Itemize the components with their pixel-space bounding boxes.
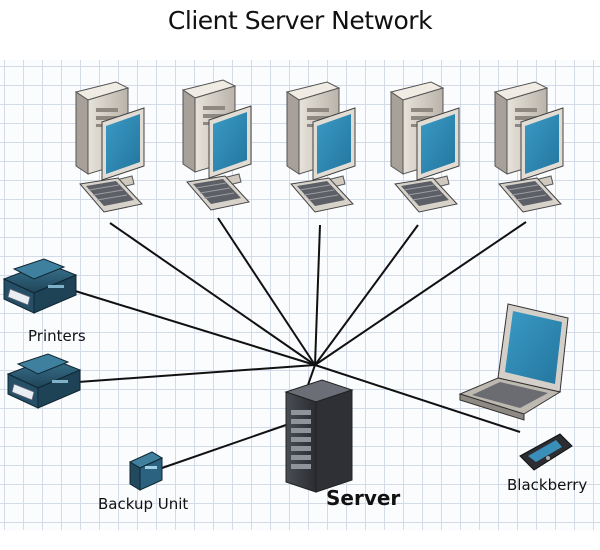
printer-2 [7, 353, 81, 409]
client-pc-1 [75, 81, 145, 213]
client-pc-2 [182, 79, 252, 211]
laptop [458, 303, 569, 421]
server [284, 379, 354, 493]
blackberry-label: Blackberry [507, 476, 587, 494]
network-links [71, 217, 527, 469]
backup-unit-label: Backup Unit [98, 495, 188, 513]
server-label: Server [326, 486, 400, 510]
client-pc-5 [494, 81, 564, 213]
diagram-title: Client Server Network [167, 6, 433, 35]
printers-label: Printers [28, 327, 86, 345]
backup-unit [128, 451, 164, 491]
blackberry-device [519, 433, 573, 471]
printer-1 [3, 258, 77, 314]
client-pc-3 [286, 81, 356, 213]
client-pc-4 [390, 81, 460, 213]
